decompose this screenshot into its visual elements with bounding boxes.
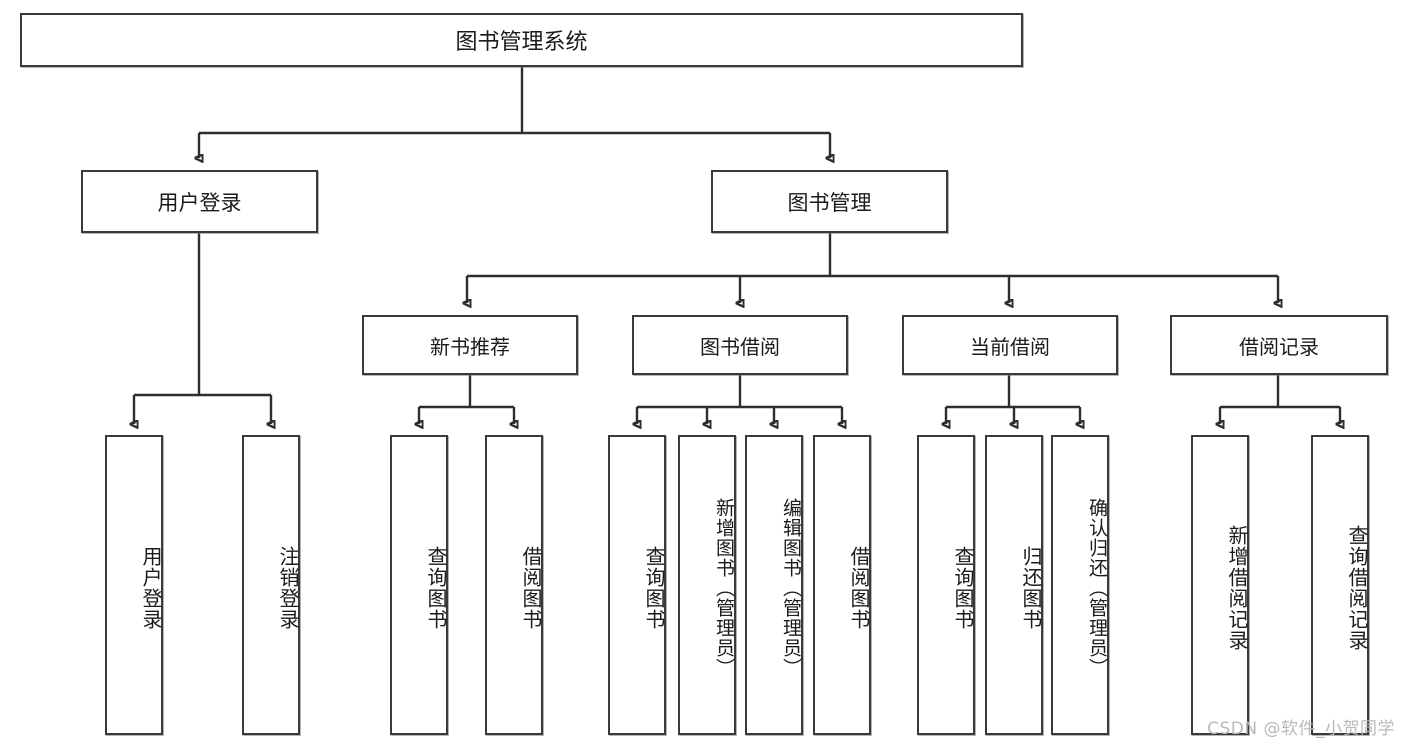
leaf-add-borrow-record[interactable]: 新增借阅记录 xyxy=(1191,435,1249,735)
leaf-borrow-book-recommend[interactable]: 借阅图书 xyxy=(485,435,543,735)
node-label: 编辑图书（管理员） xyxy=(780,498,802,678)
node-root[interactable]: 图书管理系统 xyxy=(20,13,1023,67)
node-label: 借阅图书 xyxy=(519,546,543,630)
leaf-user-login[interactable]: 用户登录 xyxy=(105,435,163,735)
node-label: 查询图书 xyxy=(642,546,666,630)
node-book-borrow[interactable]: 图书借阅 xyxy=(632,315,848,375)
leaf-borrow-book[interactable]: 借阅图书 xyxy=(813,435,871,735)
leaf-add-book-admin[interactable]: 新增图书（管理员） xyxy=(678,435,736,735)
node-label: 新书推荐 xyxy=(430,334,510,359)
node-label: 当前借阅 xyxy=(970,334,1050,359)
node-new-book-recommend[interactable]: 新书推荐 xyxy=(362,315,578,375)
node-label: 确认归还（管理员） xyxy=(1086,498,1108,678)
leaf-query-borrow-record[interactable]: 查询借阅记录 xyxy=(1311,435,1369,735)
node-book-management[interactable]: 图书管理 xyxy=(711,170,948,233)
leaf-query-book-borrow[interactable]: 查询图书 xyxy=(608,435,666,735)
leaf-query-book-current[interactable]: 查询图书 xyxy=(917,435,975,735)
node-label: 图书管理系统 xyxy=(455,30,588,55)
node-label: 用户登录 xyxy=(157,190,242,215)
leaf-edit-book-admin[interactable]: 编辑图书（管理员） xyxy=(745,435,803,735)
node-label: 归还图书 xyxy=(1019,546,1043,630)
node-label: 查询图书 xyxy=(424,546,448,630)
leaf-query-book-recommend[interactable]: 查询图书 xyxy=(390,435,448,735)
node-label: 借阅记录 xyxy=(1239,334,1319,359)
node-label: 图书借阅 xyxy=(700,334,780,359)
node-label: 新增图书（管理员） xyxy=(713,498,735,678)
node-label: 注销登录 xyxy=(276,546,300,630)
watermark: CSDN @软件_小贺同学 xyxy=(1207,719,1395,739)
node-borrow-record[interactable]: 借阅记录 xyxy=(1170,315,1388,375)
node-label: 查询借阅记录 xyxy=(1345,525,1369,651)
node-label: 图书管理 xyxy=(787,190,872,215)
node-label: 用户登录 xyxy=(139,546,163,630)
node-label: 借阅图书 xyxy=(847,546,871,630)
node-user-login[interactable]: 用户登录 xyxy=(81,170,318,233)
leaf-logout[interactable]: 注销登录 xyxy=(242,435,300,735)
leaf-confirm-return-admin[interactable]: 确认归还（管理员） xyxy=(1051,435,1109,735)
node-label: 查询图书 xyxy=(951,546,975,630)
node-current-borrow[interactable]: 当前借阅 xyxy=(902,315,1118,375)
node-label: 新增借阅记录 xyxy=(1225,525,1249,651)
leaf-return-book[interactable]: 归还图书 xyxy=(985,435,1043,735)
